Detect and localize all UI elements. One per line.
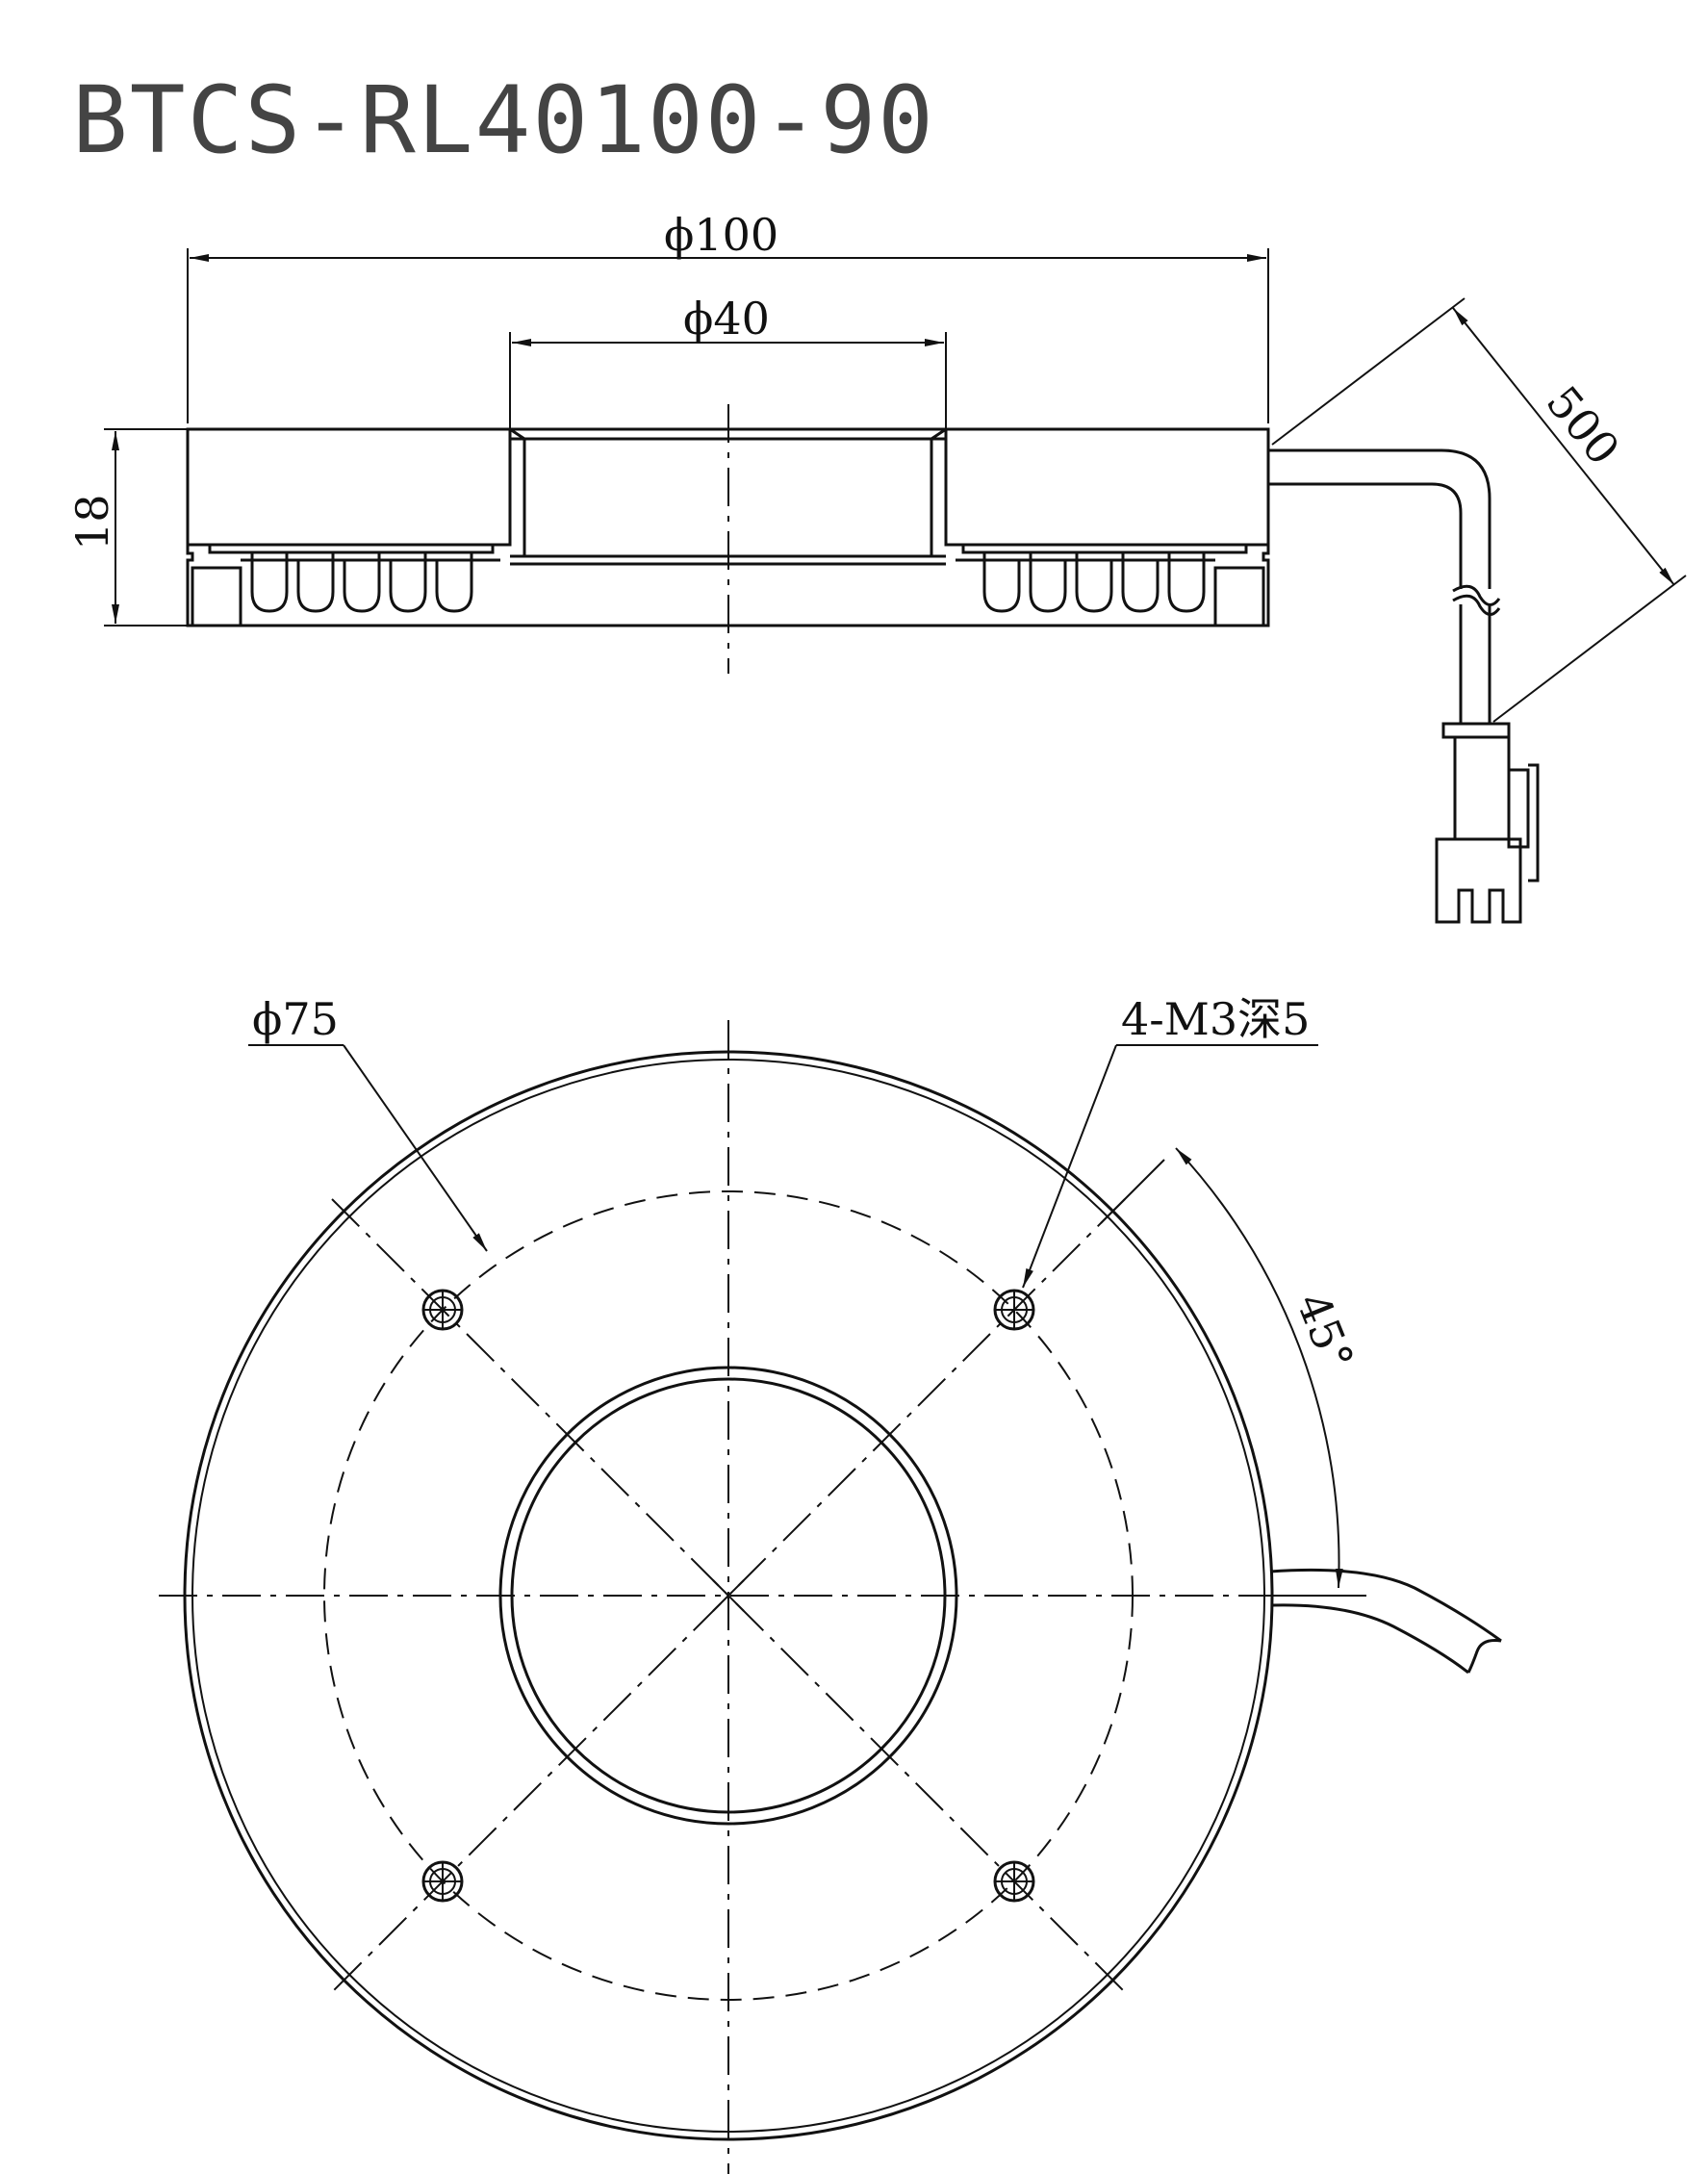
ring-section-right-top [944,427,1270,547]
outer-diameter-dimension: ϕ100 [187,209,1269,423]
led-fins-left [250,553,473,613]
holes-label: 4-M3深5 [1121,993,1310,1045]
mounting-hole-top-left [421,1289,464,1331]
inner-diameter-dimension: ϕ40 [509,293,947,428]
product-title: BTCS-RL40100-90 [72,66,935,174]
angle-label: 45° [1287,1286,1364,1378]
cable-length-dimension: 500 [1271,297,1687,723]
connector-icon [1435,722,1540,924]
ring-section-left-top [186,427,512,547]
led-fins-right [982,553,1206,613]
height-label: 18 [66,494,118,550]
outer-diameter-label: ϕ100 [664,209,778,261]
mounting-hole-bottom-left [421,1860,464,1903]
bolt-circle-leader: ϕ75 [248,993,488,1252]
inner-diameter-label: ϕ40 [683,293,770,345]
cable-exit [1269,1568,1502,1675]
height-dimension: 18 [66,428,188,627]
center-mark-2 [712,1579,745,1612]
bolt-circle-label: ϕ75 [252,993,339,1045]
cable [1268,448,1501,724]
holes-leader: 4-M3深5 [1022,993,1318,1289]
angle-dimension: 45° [1100,1147,1366,1597]
mounting-hole-top-right [993,1289,1035,1331]
side-view: ϕ100 ϕ40 18 [66,209,1687,924]
mounting-hole-bottom-right [993,1860,1035,1903]
cable-length-label: 500 [1536,376,1629,474]
top-view: ϕ75 4-M3深5 45° [159,993,1502,2174]
